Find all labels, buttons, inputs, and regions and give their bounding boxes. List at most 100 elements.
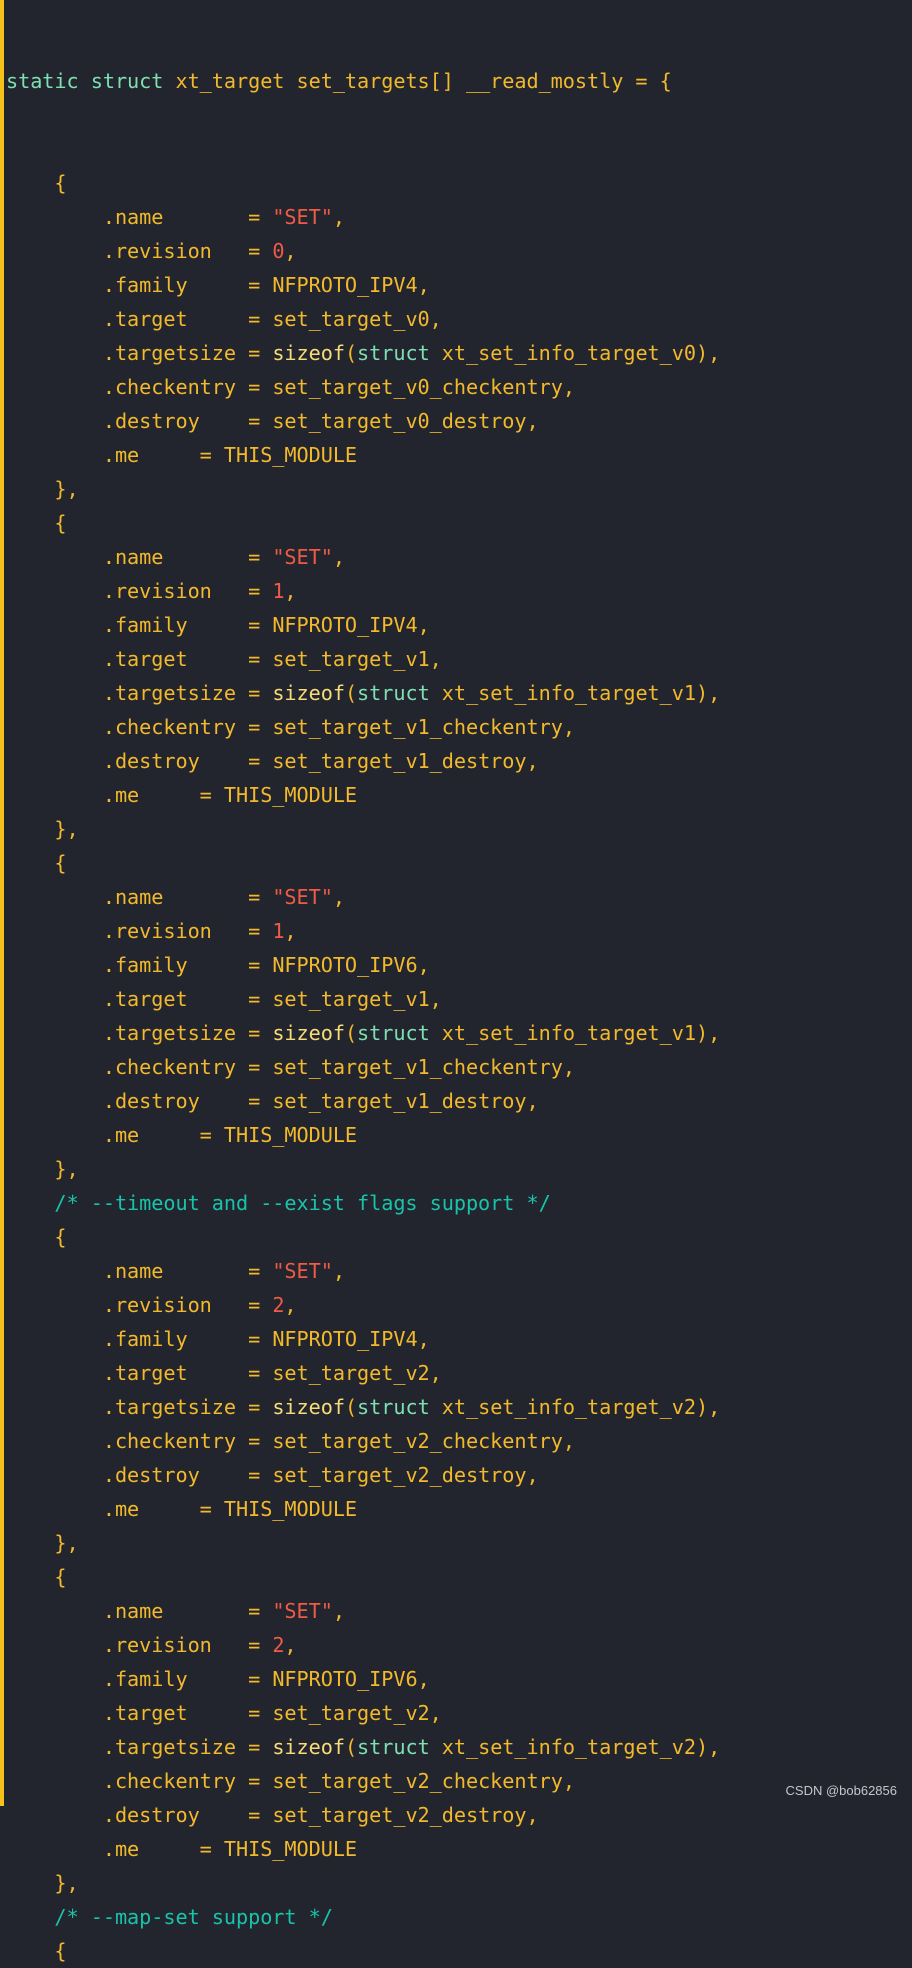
sizeof-keyword: sizeof [272, 1735, 345, 1759]
number-value: 0 [272, 239, 285, 263]
indent [6, 919, 103, 943]
indent [6, 1327, 103, 1351]
paren: ( [344, 681, 358, 705]
field-label: .family = [102, 1667, 273, 1691]
field-label: .destroy = [102, 1803, 273, 1827]
indent [6, 1293, 103, 1317]
field-label: .target = [102, 307, 273, 331]
sizeof-keyword: sizeof [272, 1395, 345, 1419]
indent [6, 579, 103, 603]
indent [6, 1565, 54, 1589]
paren-comma: ), [695, 1021, 721, 1045]
field-targetsize: .targetsize = sizeof(struct xt_set_info_… [6, 1390, 720, 1424]
field-label: .revision = [102, 1633, 273, 1657]
indent [6, 1123, 103, 1147]
me-value: THIS_MODULE [223, 1123, 358, 1147]
field-me: .me = THIS_MODULE [6, 778, 720, 812]
indent [6, 205, 103, 229]
indent [6, 409, 103, 433]
field-label: .family = [102, 953, 273, 977]
field-label: .targetsize = [102, 1021, 273, 1045]
brace: }, [54, 1531, 79, 1555]
indent [6, 375, 103, 399]
number-value: 2 [272, 1293, 285, 1317]
field-label: .destroy = [102, 409, 273, 433]
indent [6, 1259, 103, 1283]
comma: , [429, 1701, 442, 1725]
target-value: set_target_v1 [272, 647, 430, 671]
string-value: "SET" [272, 545, 333, 569]
field-revision: .revision = 0, [6, 234, 720, 268]
comma: , [332, 1599, 345, 1623]
indent [6, 1837, 103, 1861]
indent [6, 715, 103, 739]
open-brace: { [6, 1560, 720, 1594]
comma: , [562, 1769, 575, 1793]
indent [6, 987, 103, 1011]
field-destroy: .destroy = set_target_v0_destroy, [6, 404, 720, 438]
checkentry-value: set_target_v1_checkentry [272, 1055, 563, 1079]
comma: , [284, 1293, 297, 1317]
target-value: set_target_v2 [272, 1701, 430, 1725]
indent [6, 1463, 103, 1487]
comma: , [526, 409, 539, 433]
keyword-struct: struct [90, 69, 164, 93]
indent [6, 1939, 54, 1963]
field-family: .family = NFPROTO_IPV4, [6, 268, 720, 302]
brace: }, [54, 477, 79, 501]
close-brace: }, [6, 1152, 720, 1186]
field-label: .name = [102, 885, 273, 909]
field-label: .checkentry = [102, 1769, 273, 1793]
struct-name: xt_set_info_target_v1 [441, 681, 696, 705]
indent [6, 1089, 103, 1113]
struct-keyword: struct [357, 1021, 430, 1045]
field-name: .name = "SET", [6, 880, 720, 914]
field-family: .family = NFPROTO_IPV6, [6, 1662, 720, 1696]
indent [6, 511, 54, 535]
number-value: 2 [272, 1633, 285, 1657]
target-value: set_target_v1 [272, 987, 430, 1011]
field-checkentry: .checkentry = set_target_v2_checkentry, [6, 1424, 720, 1458]
paren: ( [344, 341, 358, 365]
me-value: THIS_MODULE [223, 1497, 358, 1521]
indent [6, 273, 103, 297]
struct-name: xt_set_info_target_v2 [441, 1735, 696, 1759]
open-brace: { [6, 846, 720, 880]
field-family: .family = NFPROTO_IPV6, [6, 948, 720, 982]
checkentry-value: set_target_v1_checkentry [272, 715, 563, 739]
comma: , [284, 239, 297, 263]
field-label: .revision = [102, 579, 273, 603]
comma: , [417, 273, 430, 297]
indent [6, 1599, 103, 1623]
me-value: THIS_MODULE [223, 1837, 358, 1861]
indent [6, 171, 54, 195]
destroy-value: set_target_v0_destroy [272, 409, 527, 433]
family-value: NFPROTO_IPV4 [272, 1327, 418, 1351]
indent [6, 1531, 54, 1555]
close-brace: }, [6, 472, 720, 506]
space [430, 1735, 442, 1759]
field-label: .target = [102, 1701, 273, 1725]
me-value: THIS_MODULE [223, 783, 358, 807]
brace: { [54, 1225, 67, 1249]
open-brace: { [6, 1934, 720, 1968]
comma: , [332, 885, 345, 909]
code-comment: /* --map-set support */ [6, 1900, 720, 1934]
field-name: .name = "SET", [6, 200, 720, 234]
field-label: .family = [102, 613, 273, 637]
brace: { [54, 1565, 67, 1589]
brace: { [54, 851, 67, 875]
close-brace: }, [6, 1866, 720, 1900]
indent [6, 1667, 103, 1691]
field-target: .target = set_target_v1, [6, 642, 720, 676]
indent [6, 307, 103, 331]
comma: , [417, 953, 430, 977]
brace: }, [54, 1871, 79, 1895]
indent [6, 647, 103, 671]
field-label: .name = [102, 545, 273, 569]
indent [6, 545, 103, 569]
paren-comma: ), [695, 1395, 721, 1419]
field-me: .me = THIS_MODULE [6, 1832, 720, 1866]
struct-keyword: struct [357, 1735, 430, 1759]
indent [6, 1395, 103, 1419]
